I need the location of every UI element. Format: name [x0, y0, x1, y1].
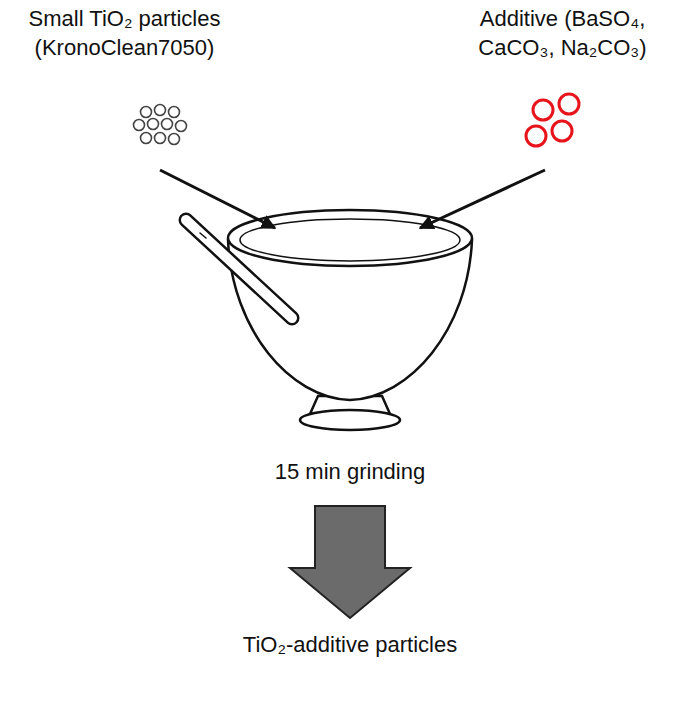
- additive-particles: [526, 94, 579, 146]
- flow-arrow: [420, 170, 545, 228]
- mortar-bowl: [228, 210, 472, 430]
- node-label: 15 min grinding: [275, 457, 425, 486]
- grinding-step: 15 min grinding: [220, 228, 480, 490]
- pestle: [186, 220, 292, 318]
- flow-arrow: [160, 170, 275, 228]
- node-label: Small TiO₂ particles (KronoClean7050): [6, 4, 243, 62]
- input-additive: Additive (BaSO₄, CaCO₃, Na₂CO₃): [445, 2, 680, 170]
- block-arrow: [290, 506, 410, 618]
- node-label: TiO₂-additive particles: [243, 630, 457, 659]
- input-tio2: Small TiO₂ particles (KronoClean7050): [2, 2, 247, 170]
- product: TiO₂-additive particles: [200, 628, 500, 708]
- tio2-particles: [134, 105, 187, 145]
- node-label: Additive (BaSO₄, CaCO₃, Na₂CO₃): [449, 4, 676, 62]
